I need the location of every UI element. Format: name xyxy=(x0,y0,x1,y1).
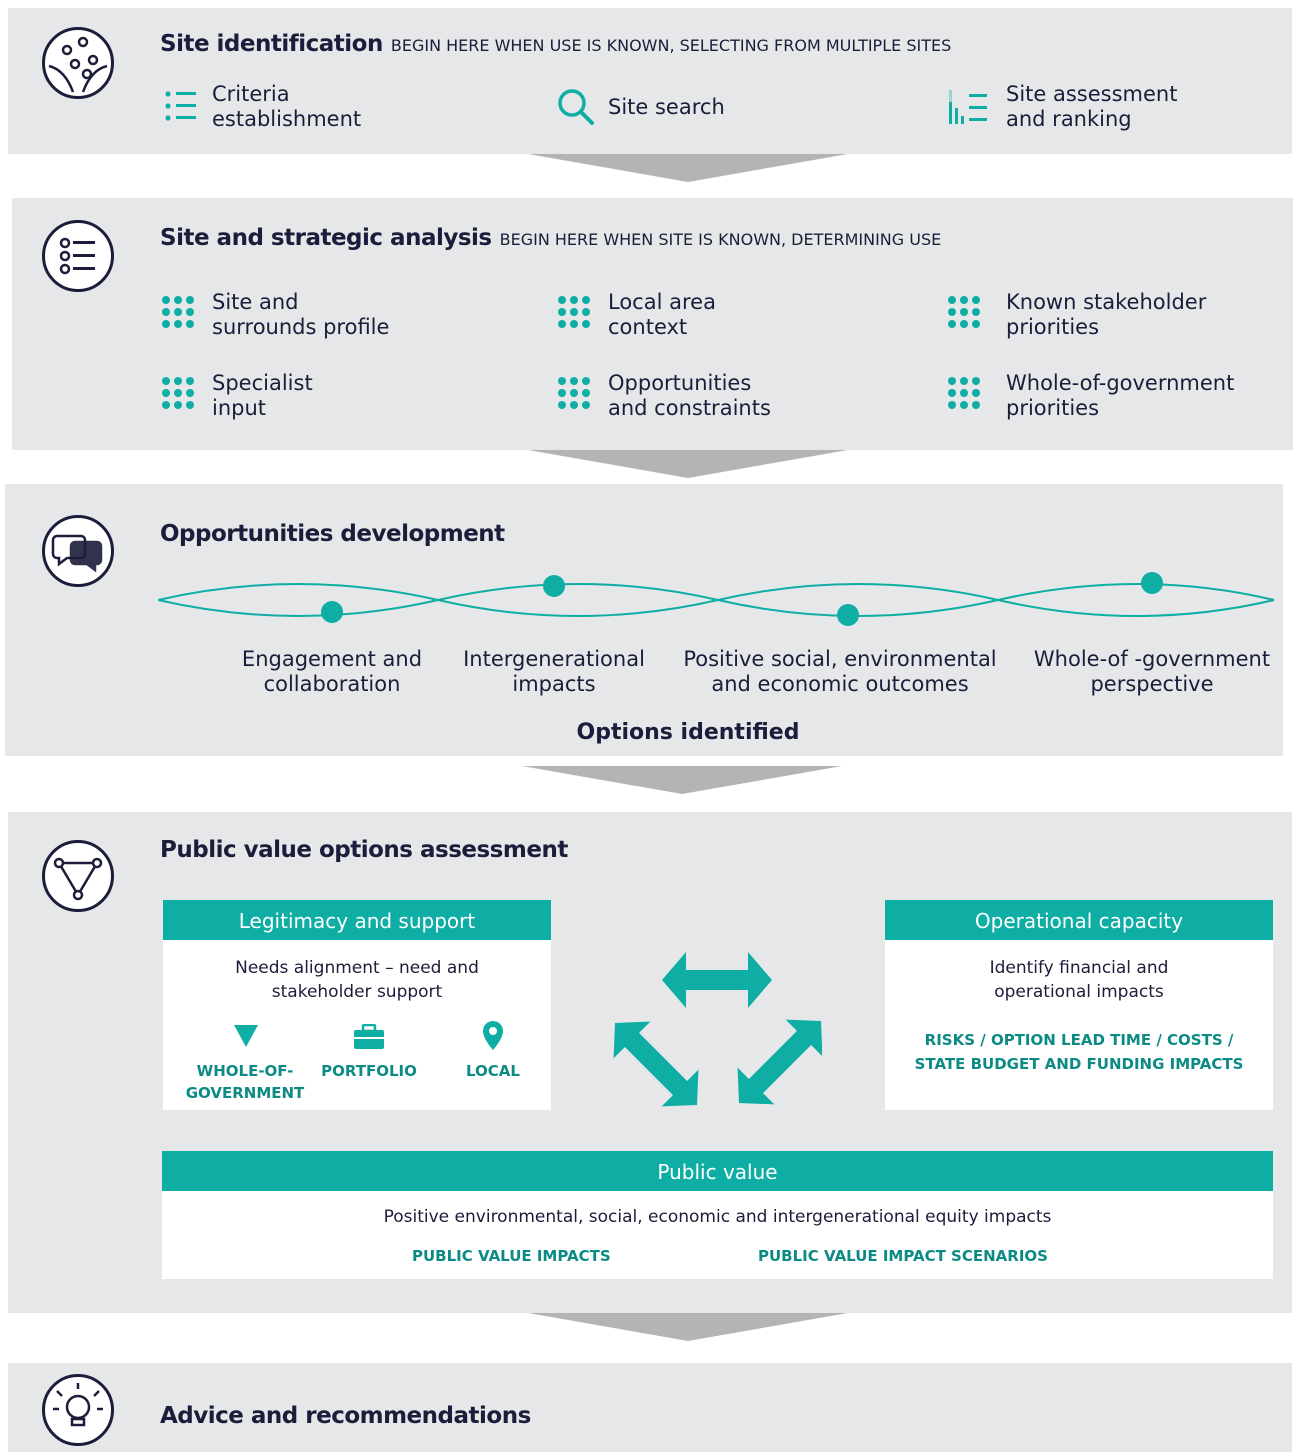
site-strategic-subtitle: BEGIN HERE WHEN SITE IS KNOWN, DETERMINI… xyxy=(499,230,942,249)
bidirectional-arrows-icon xyxy=(613,952,822,1107)
whole-of-government-priorities-label: Whole-of-government priorities xyxy=(1006,371,1235,420)
local-area-context-label: Local area context xyxy=(608,290,716,339)
timeline-node xyxy=(321,601,343,623)
list-icon xyxy=(165,91,196,121)
dot-grid-icon xyxy=(558,377,590,409)
site-pins-icon xyxy=(42,27,114,99)
operational-capacity-card: Operational capacity Identify financial … xyxy=(885,900,1273,1110)
dot-grid-icon xyxy=(948,377,980,409)
dot-grid-icon xyxy=(948,296,980,328)
positive-outcomes-label: Positive social, environmental and econo… xyxy=(683,647,997,696)
timeline-node xyxy=(837,604,859,626)
public-value-header: Public value xyxy=(162,1151,1273,1191)
criteria-establishment-label: Criteria establishment xyxy=(212,82,362,131)
down-arrow-4 xyxy=(528,1313,848,1341)
down-arrow-3 xyxy=(522,766,842,794)
engagement-collaboration-label: Engagement and collaboration xyxy=(241,647,423,696)
public-value-impact-scenarios-tag: PUBLIC VALUE IMPACT SCENARIOS xyxy=(758,1247,1048,1265)
opportunities-panel xyxy=(5,484,1283,756)
dot-grid-icon xyxy=(558,296,590,328)
intergenerational-impacts-label: Intergenerational impacts xyxy=(463,647,645,696)
operational-risks-caption: RISKS / OPTION LEAD TIME / COSTS / STATE… xyxy=(914,1031,1244,1073)
site-identification-panel xyxy=(8,8,1292,154)
checklist-icon xyxy=(42,220,114,292)
operational-impacts-text: Identify financial and operational impac… xyxy=(989,958,1169,1002)
location-pin-icon xyxy=(483,1021,503,1050)
specialist-input-label: Specialist input xyxy=(212,371,313,420)
down-arrow-1 xyxy=(528,154,848,182)
public-value-body-text: Positive environmental, social, economic… xyxy=(383,1207,1052,1227)
portfolio-level-label: PORTFOLIO xyxy=(321,1062,417,1080)
search-icon xyxy=(558,89,594,125)
briefcase-icon xyxy=(354,1024,384,1049)
site-assessment-ranking-label: Site assessment and ranking xyxy=(1006,82,1178,131)
site-search-label: Site search xyxy=(608,95,725,119)
legitimacy-support-card: Legitimacy and support Needs alignment –… xyxy=(163,900,551,1110)
triangle-network-icon xyxy=(42,840,114,912)
operational-capacity-header: Operational capacity xyxy=(885,900,1273,940)
public-value-assessment-title: Public value options assessment xyxy=(160,837,568,863)
advice-panel xyxy=(8,1363,1292,1452)
triangle-down-icon xyxy=(234,1025,258,1047)
local-level-label: LOCAL xyxy=(466,1062,520,1080)
timeline-node xyxy=(543,575,565,597)
needs-alignment-text: Needs alignment – need and stakeholder s… xyxy=(235,958,479,1002)
down-arrow-2 xyxy=(528,450,848,478)
public-value-card: Public value Positive environmental, soc… xyxy=(162,1151,1273,1279)
legitimacy-support-header: Legitimacy and support xyxy=(163,900,551,940)
timeline-node xyxy=(1141,572,1163,594)
opportunities-title: Opportunities development xyxy=(160,521,505,547)
dot-grid-icon xyxy=(162,377,194,409)
whole-of-government-perspective-label: Whole-of -government perspective xyxy=(1033,647,1271,696)
whole-of-government-level-label: WHOLE-OF- GOVERNMENT xyxy=(185,1062,305,1102)
light-bulb-icon xyxy=(42,1374,114,1446)
known-stakeholder-priorities-label: Known stakeholder priorities xyxy=(1006,290,1207,339)
site-identification-subtitle: BEGIN HERE WHEN USE IS KNOWN, SELECTING … xyxy=(390,36,952,55)
site-surrounds-profile-label: Site and surrounds profile xyxy=(212,290,390,339)
speech-bubbles-icon xyxy=(42,515,114,587)
public-value-impacts-tag: PUBLIC VALUE IMPACTS xyxy=(412,1247,611,1265)
dot-grid-icon xyxy=(162,296,194,328)
opportunities-constraints-label: Opportunities and constraints xyxy=(608,371,771,420)
ranking-list-icon xyxy=(949,90,987,124)
site-strategic-panel xyxy=(12,198,1293,450)
intertwined-timeline xyxy=(158,572,1275,626)
options-identified-label: Options identified xyxy=(576,720,800,745)
advice-title: Advice and recommendations xyxy=(160,1403,531,1429)
